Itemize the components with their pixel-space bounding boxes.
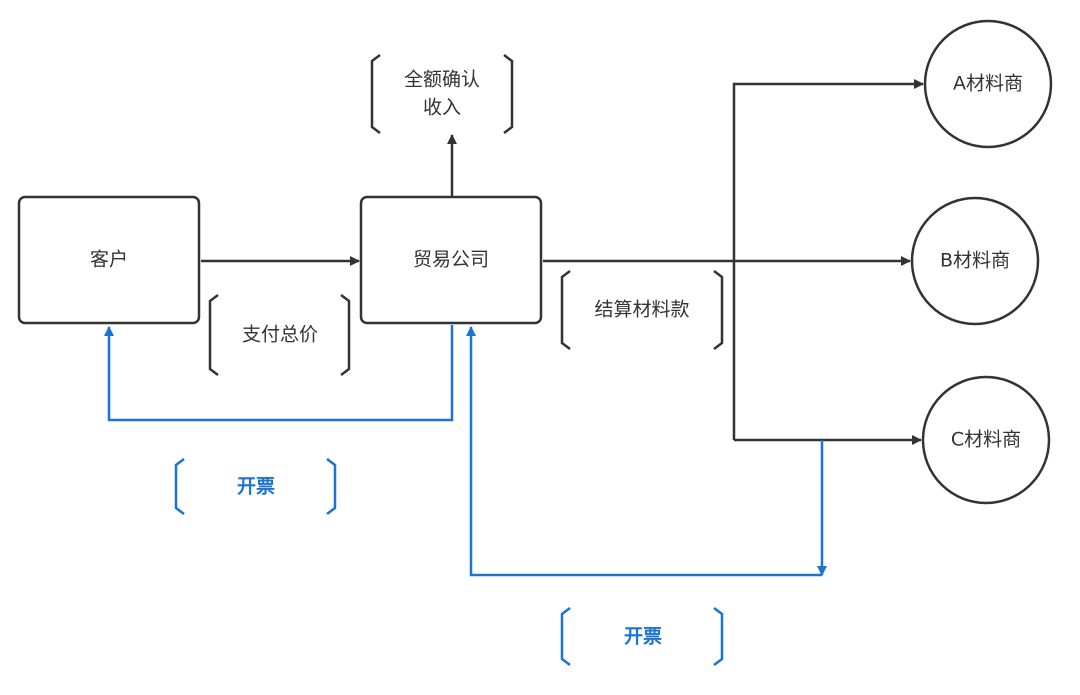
pay-total-annotation: 支付总价 [208,294,351,376]
supplier-a-node: A材料商 [923,19,1053,149]
settle-label: 结算材料款 [594,299,689,321]
invoice-to-customer-arrow [104,325,454,422]
supplier-b-node: B材料商 [910,196,1040,326]
invoice-customer-label: 开票 [237,476,275,498]
supplier-c-node: C材料商 [921,375,1051,505]
customer-label: 客户 [90,249,128,271]
supplier-c-label: C材料商 [951,429,1021,451]
invoice-supplier-label: 开票 [624,626,662,648]
trade-company-label: 贸易公司 [413,249,489,271]
supplier-b-label: B材料商 [940,250,1010,272]
revenue-label-line1: 全额确认 [404,69,480,91]
customer-node: 客户 [17,195,201,325]
settle-to-supplier-a-arrow [732,79,924,440]
invoice-supplier-annotation: 开票 [560,607,724,666]
revenue-annotation: 全额确认 收入 [370,54,514,134]
trade-company-node: 贸易公司 [359,195,543,325]
supplier-a-label: A材料商 [953,73,1023,95]
settle-annotation: 结算材料款 [560,270,724,350]
invoice-to-company-arrow [466,326,822,577]
invoice-customer-annotation: 开票 [174,458,337,515]
revenue-label-line2: 收入 [423,97,461,119]
pay-total-label: 支付总价 [242,324,318,346]
